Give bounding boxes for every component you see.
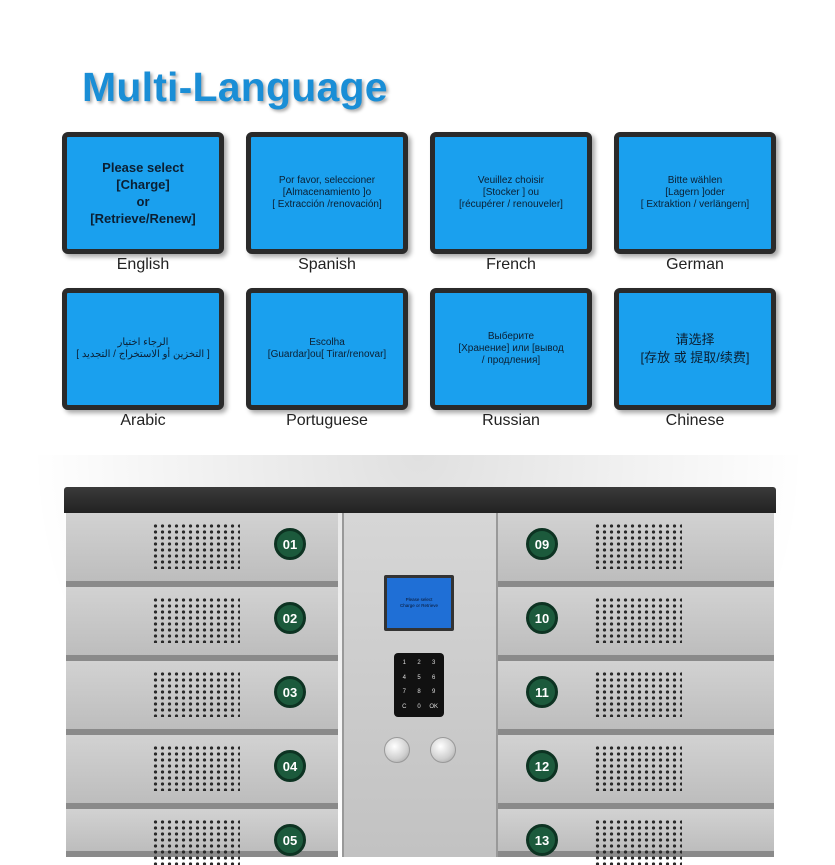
keypad-key[interactable]: 9 (431, 689, 436, 696)
ventilation-holes (594, 745, 682, 791)
screen-text-line: Please select (102, 160, 184, 175)
language-screen: 请选择 [存放 或 提取/续费] (614, 288, 776, 410)
locker-number-badge: 04 (274, 750, 306, 782)
language-label: French (486, 256, 536, 273)
screen-text-line: / продления] (481, 355, 541, 366)
locker-door-02[interactable]: 02 (66, 587, 338, 661)
locker-door-12[interactable]: 12 (498, 735, 774, 809)
language-label: Russian (482, 412, 540, 429)
locker-door-09[interactable]: 09 (498, 513, 774, 587)
locker-door-13[interactable]: 13 (498, 809, 774, 865)
keypad-key[interactable]: 4 (402, 674, 406, 681)
screen-text-line: [récupérer / renouveler] (459, 199, 563, 210)
screen-text-line: Veuillez choisir (477, 175, 545, 186)
screen-text-line: [ التخزين أو الاستخراج / التجديد ] (76, 349, 210, 360)
keypad-key[interactable]: 3 (431, 660, 436, 667)
ventilation-holes (594, 523, 682, 569)
keypad-key[interactable]: 7 (402, 689, 406, 696)
screen-text-line: [ Extraktion / verlängern] (640, 199, 750, 210)
locker-number-badge: 05 (274, 824, 306, 856)
screen-text-line: [Guardar]ou[ Tirar/renovar] (267, 349, 387, 360)
keypad-key[interactable]: OK (429, 703, 438, 710)
screen-text-line: [Almacenamiento ]o (282, 187, 372, 198)
keypad-key[interactable]: 8 (417, 689, 421, 696)
screen-text-line: [Stocker ] ou (482, 187, 540, 198)
language-label: German (666, 256, 724, 273)
screen-text-line: الرجاء اختيار (117, 337, 169, 348)
screen-text-line: Bitte wählen (667, 175, 723, 186)
screen-text-line: [Retrieve/Renew] (90, 211, 196, 226)
screen-text-line: [Charge] (116, 177, 170, 192)
screen-text-line: Por favor, seleccioner (278, 175, 376, 186)
language-screen: Escolha[Guardar]ou[ Tirar/renovar] (246, 288, 408, 410)
language-card-arabic: الرجاء اختيار[ التخزين أو الاستخراج / ال… (62, 288, 226, 412)
lock-knob-right[interactable] (430, 737, 456, 763)
ventilation-holes (152, 819, 240, 865)
locker-number-badge: 02 (274, 602, 306, 634)
language-card-spanish: Por favor, seleccioner[Almacenamiento ]o… (246, 132, 410, 256)
locker-door-01[interactable]: 01 (66, 513, 338, 587)
page-title: Multi-Language (82, 64, 388, 110)
locker-door-11[interactable]: 11 (498, 661, 774, 735)
lcd-line: Please select (405, 597, 433, 602)
ventilation-holes (594, 597, 682, 643)
locker-number-badge: 11 (526, 676, 558, 708)
language-card-russian: Выберите[Хранение] или [вывод/ продления… (430, 288, 594, 412)
keypad-key[interactable]: 6 (431, 674, 436, 681)
lcd-line: Charge or Retrieve (399, 603, 439, 608)
language-screen: Veuillez choisir[Stocker ] ou[récupérer … (430, 132, 592, 254)
locker-number-badge: 13 (526, 824, 558, 856)
language-card-portuguese: Escolha[Guardar]ou[ Tirar/renovar] (246, 288, 410, 412)
screen-text-line: 请选择 (675, 332, 715, 347)
locker-door-04[interactable]: 04 (66, 735, 338, 809)
language-label: Spanish (298, 256, 356, 273)
language-card-english: Please select [Charge] or [Retrieve/Renew] (62, 132, 226, 256)
ventilation-holes (152, 523, 240, 569)
language-screen: Please select [Charge] or [Retrieve/Renew] (62, 132, 224, 254)
keypad-key[interactable]: C (402, 703, 407, 710)
keypad-key[interactable]: 1 (402, 660, 406, 667)
control-lcd-screen: Please select Charge or Retrieve (384, 575, 454, 631)
keypad-key[interactable]: 5 (417, 674, 421, 681)
ventilation-holes (594, 671, 682, 717)
screen-text-line: or (136, 194, 150, 209)
language-screen: Выберите[Хранение] или [вывод/ продления… (430, 288, 592, 410)
locker-door-03[interactable]: 03 (66, 661, 338, 735)
ventilation-holes (152, 671, 240, 717)
ventilation-holes (594, 819, 682, 865)
screen-text-line: [Lagern ]oder (665, 187, 725, 198)
language-screen: Por favor, seleccioner[Almacenamiento ]o… (246, 132, 408, 254)
keypad-key[interactable]: 0 (417, 703, 421, 710)
control-panel: Please select Charge or Retrieve 1 2 3 4 5 6 7… (342, 513, 498, 857)
cabinet-top-bar (64, 487, 776, 513)
keypad-key[interactable]: 2 (417, 660, 421, 667)
language-card-german: Bitte wählen[Lagern ]oder[ Extraktion / … (614, 132, 778, 256)
ventilation-holes (152, 745, 240, 791)
language-label: Portuguese (286, 412, 368, 429)
locker-number-badge: 09 (526, 528, 558, 560)
locker-door-10[interactable]: 10 (498, 587, 774, 661)
locker-door-05[interactable]: 05 (66, 809, 338, 865)
lock-knob-left[interactable] (384, 737, 410, 763)
locker-number-badge: 10 (526, 602, 558, 634)
language-screen: الرجاء اختيار[ التخزين أو الاستخراج / ال… (62, 288, 224, 410)
locker-number-badge: 03 (274, 676, 306, 708)
screen-text-line: [ Extracción /renovación] (272, 199, 382, 210)
language-label: Arabic (120, 412, 166, 429)
screen-text-line: Выберите (487, 331, 535, 342)
ventilation-holes (152, 597, 240, 643)
screen-text-line: Escolha (309, 337, 345, 348)
language-label: Chinese (665, 412, 725, 429)
locker-number-badge: 01 (274, 528, 306, 560)
screen-text-line: [Хранение] или [вывод (458, 343, 564, 354)
language-card-french: Veuillez choisir[Stocker ] ou[récupérer … (430, 132, 594, 256)
screen-text-line: [存放 或 提取/续费] (640, 350, 750, 365)
language-screen: Bitte wählen[Lagern ]oder[ Extraktion / … (614, 132, 776, 254)
language-card-chinese: 请选择 [存放 或 提取/续费] (614, 288, 778, 412)
language-label: English (116, 256, 170, 273)
locker-number-badge: 12 (526, 750, 558, 782)
